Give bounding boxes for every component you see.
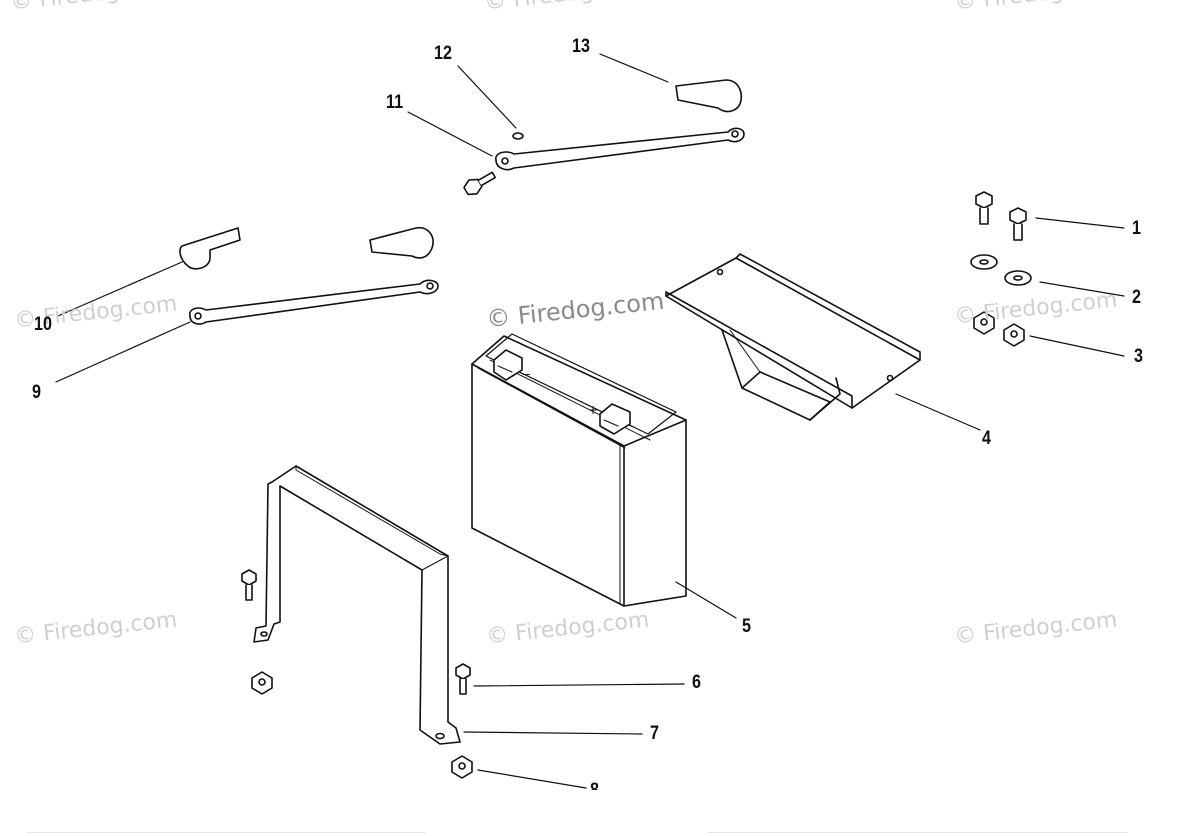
- callout-9: 9: [32, 382, 41, 403]
- bolts: [241, 171, 1027, 695]
- battery-tray: [665, 253, 921, 421]
- washers: [512, 132, 1032, 286]
- callout-4: 4: [982, 428, 991, 449]
- svg-text:+: +: [588, 403, 598, 417]
- callout-8: 8: [590, 780, 599, 790]
- callout-3: 3: [1134, 346, 1143, 367]
- battery: − +: [471, 333, 687, 607]
- callout-10: 10: [34, 314, 52, 335]
- callout-12: 12: [434, 43, 452, 64]
- callout-2: 2: [1132, 287, 1141, 308]
- nuts: [251, 311, 1025, 779]
- hold-down-strap: [253, 465, 461, 745]
- divider: [708, 832, 1128, 833]
- callout-1: 1: [1132, 218, 1141, 239]
- callout-13: 13: [572, 36, 590, 57]
- negative-cable: [189, 279, 439, 325]
- callout-6: 6: [692, 672, 701, 693]
- leader-lines: [55, 53, 1125, 789]
- callout-5: 5: [742, 616, 751, 637]
- divider: [26, 832, 426, 833]
- positive-cable: [495, 127, 745, 171]
- terminal-covers: [179, 79, 742, 270]
- callout-11: 11: [386, 92, 404, 113]
- callout-7: 7: [650, 723, 659, 744]
- svg-text:−: −: [522, 368, 531, 381]
